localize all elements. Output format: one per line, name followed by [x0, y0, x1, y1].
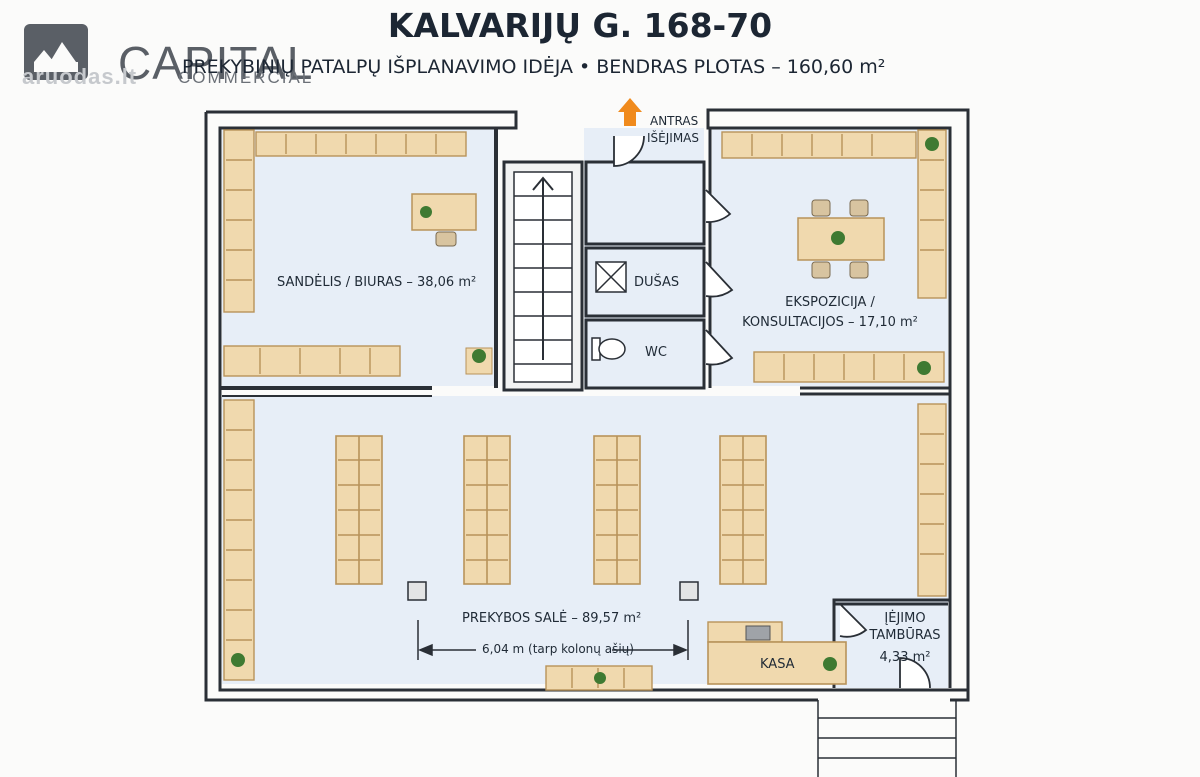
label-shower: DUŠAS [634, 275, 680, 290]
shower-tray-icon [595, 261, 627, 293]
house-logo-icon [24, 24, 88, 80]
exit-arrow-icon [618, 98, 642, 126]
outer-wall-left [204, 112, 818, 702]
sales-island-racks [335, 435, 767, 585]
label-second-exit-line1: ANTRAS [650, 114, 699, 128]
wall-stair [502, 160, 584, 392]
label-sales: PREKYBOS SALĖ – 89,57 m² [462, 611, 642, 626]
label-vestibule-area: 4,33 m² [879, 650, 931, 665]
page-title: KALVARIJŲ G. 168-70 [387, 6, 773, 45]
wall-storage-bottom [220, 128, 498, 390]
plant-icon [420, 206, 432, 218]
wall-shower [584, 246, 706, 318]
floors [222, 128, 948, 688]
plant-icon [465, 347, 493, 375]
plant-icon [594, 672, 606, 684]
rack-1 [335, 435, 383, 585]
plant-icon [231, 653, 245, 667]
entrance-steps [817, 700, 957, 777]
wall-room-top [584, 160, 706, 246]
plant-icon [823, 657, 837, 671]
floor-storage [222, 128, 496, 386]
door-shower [705, 261, 734, 298]
sales-left-shelf [223, 399, 255, 681]
storage-desk [411, 193, 477, 247]
plant-icon [917, 361, 931, 375]
door-wc [705, 329, 734, 366]
logo-name: CAPITAL [118, 37, 314, 89]
staircase [513, 171, 573, 383]
columns [407, 581, 699, 601]
storage-shelves [223, 129, 467, 377]
sales-bottom-shelf [545, 665, 653, 691]
label-expo-line1: EKSPOZICIJA / [785, 295, 875, 310]
watermark: aruodas.lt [22, 64, 138, 89]
doors [613, 135, 931, 689]
label-vestibule-line2: TAMBŪRAS [869, 628, 941, 643]
door-vestibule [839, 603, 868, 638]
page-subtitle: PREKYBINIŲ PATALPŲ IŠPLANAVIMO IDĖJA • B… [182, 56, 886, 78]
outer-wall-right [950, 110, 970, 702]
door-room-top [705, 189, 732, 223]
label-column-distance: 6,04 m (tarp kolonų ašių) [482, 642, 634, 656]
logo-sub: COMMERCIAL [178, 68, 314, 87]
label-expo-line2: KONSULTACIJOS – 17,10 m² [742, 315, 918, 330]
door-second-exit [613, 135, 645, 167]
capital-logo: CAPITAL [22, 22, 312, 86]
toilet-icon [591, 337, 626, 361]
label-second-exit-line2: IŠĖJIMAS [647, 131, 699, 145]
expo-shelves [721, 129, 947, 383]
floor-vestibule [836, 600, 948, 688]
plant-icon [925, 137, 939, 151]
sales-right-shelf [917, 403, 947, 597]
wall-wc [584, 318, 706, 390]
label-storage: SANDĖLIS / BIURAS – 38,06 m² [277, 275, 477, 290]
door-entrance [899, 657, 931, 689]
dimension-line [417, 620, 689, 660]
label-cashier: KASA [760, 657, 795, 672]
rack-2 [463, 435, 511, 585]
expo-table [797, 137, 939, 375]
column-left [407, 581, 427, 601]
rack-3 [593, 435, 641, 585]
walls [204, 108, 970, 777]
column-right [679, 581, 699, 601]
label-vestibule-line1: ĮĖJIMO [884, 611, 926, 626]
label-wc: WC [645, 345, 667, 360]
cashier-desk [707, 621, 847, 685]
register-icon [745, 625, 771, 641]
rack-4 [719, 435, 767, 585]
plant-icon [831, 231, 845, 245]
